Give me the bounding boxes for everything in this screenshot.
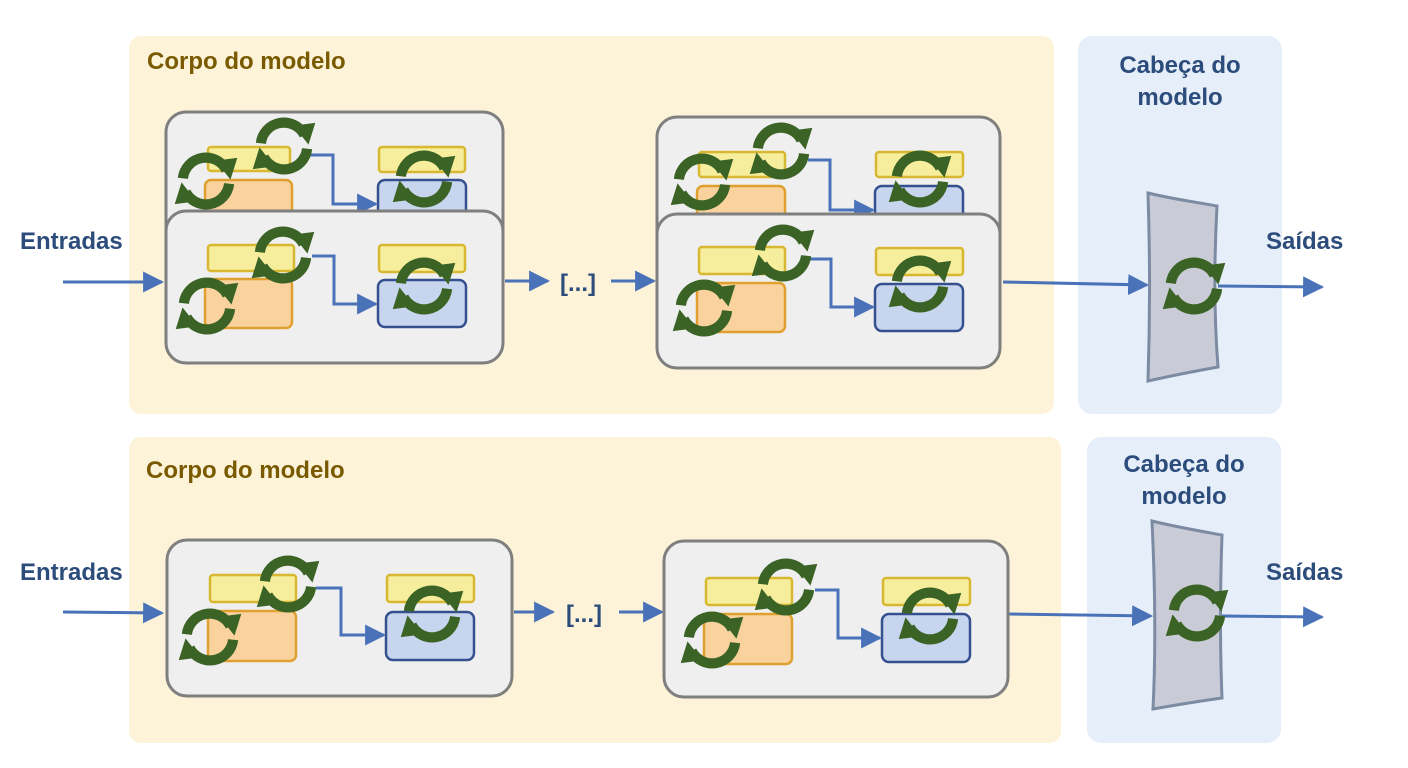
layer-norm-box [208, 573, 298, 604]
layer-norm-box [206, 243, 296, 273]
arrow-to-head [1002, 274, 1150, 296]
head-label-line-1: Cabeça do [1119, 52, 1240, 79]
model-head-layer [1150, 519, 1228, 711]
transformer-block-stack-left [164, 110, 505, 365]
feed-forward-box [376, 278, 468, 329]
internal-arrow [316, 586, 387, 646]
input-arrow [62, 602, 165, 624]
arrow-to-head [1008, 605, 1154, 627]
internal-arrow [312, 254, 379, 315]
transformer-block-right [662, 539, 1010, 699]
output-label: Saídas [1266, 228, 1343, 255]
internal-arrow [308, 153, 379, 215]
transformer-block-front [655, 212, 1002, 370]
panel-2: Corpo do modelo Cabeça do modelo Entrada… [20, 437, 1343, 743]
output-arrow [1217, 276, 1325, 298]
transformer-block-left [165, 538, 514, 698]
input-label: Entradas [20, 228, 123, 255]
head-label-line-2: modelo [1137, 84, 1222, 111]
model-head-layer [1146, 191, 1225, 383]
internal-arrow [810, 257, 876, 318]
internal-arrow [808, 158, 876, 221]
layer-norm-box [704, 576, 794, 607]
ellipsis-label: [...] [566, 601, 602, 628]
head-label-line-2: modelo [1141, 483, 1226, 510]
body-label: Corpo do modelo [147, 48, 346, 75]
internal-arrow [815, 588, 883, 649]
transformer-block-front [164, 209, 505, 365]
panel-1: Corpo do modelo Cabeça do modelo Entrada… [20, 36, 1343, 414]
head-label-line-1: Cabeça do [1123, 451, 1244, 478]
ellipsis-label: [...] [560, 270, 596, 297]
output-arrow [1221, 606, 1325, 628]
input-label: Entradas [20, 559, 123, 586]
transformer-block-stack-right [655, 115, 1002, 370]
output-label: Saídas [1266, 559, 1343, 586]
body-label: Corpo do modelo [146, 457, 345, 484]
